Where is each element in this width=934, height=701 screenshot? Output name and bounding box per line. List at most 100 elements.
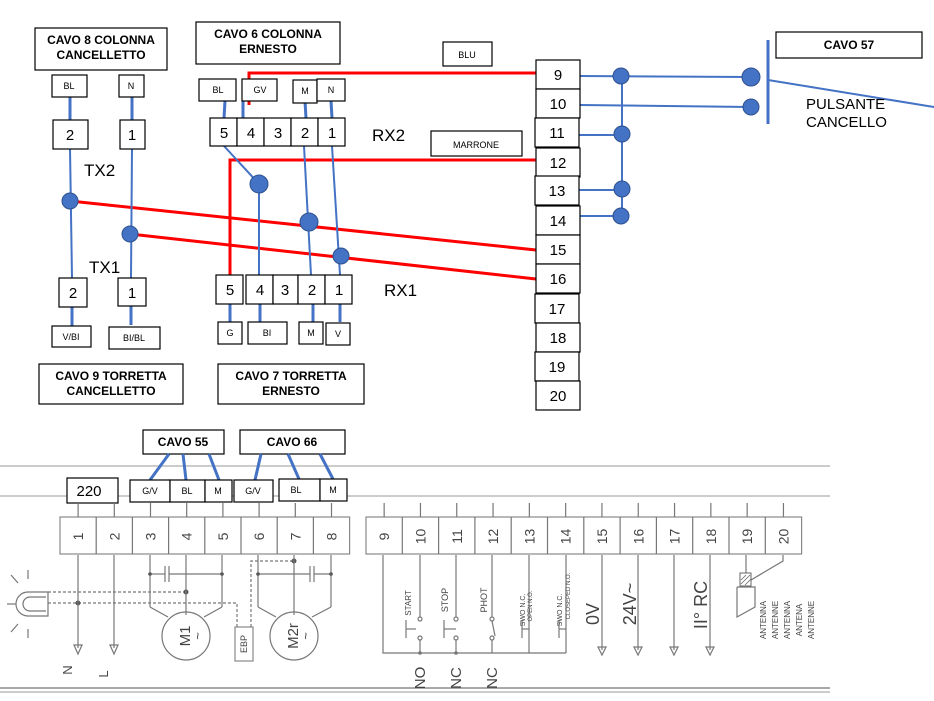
arrow-l-icon [109, 644, 119, 656]
board-terminal-4: 4 [179, 532, 195, 540]
junction-pulsante-a [741, 67, 761, 87]
strip-terminal-15: 15 [550, 242, 567, 259]
junction-14 [612, 207, 630, 225]
motor-m1-label: M1 [177, 626, 194, 647]
cavo55-wire-gv: G/V [142, 486, 158, 496]
antenna-label: ANTENNE [771, 601, 780, 639]
contact-14-label-b: CLOSEPED N.O. [566, 572, 572, 619]
contact-type-no: NO [412, 667, 429, 690]
cavo55-title-text: CAVO 55 [158, 435, 209, 449]
strip-terminal-18: 18 [550, 330, 567, 347]
board-terminal-20: 20 [775, 529, 791, 545]
strip-terminal-box [534, 175, 580, 206]
tx1-terminal-1: 1 [128, 127, 136, 144]
board-terminal-16: 16 [630, 529, 646, 545]
wire-cavo66-gv [253, 453, 263, 481]
contact-13-label-a: SWO N.C. [520, 594, 527, 627]
label-tx1: TX1 [89, 258, 120, 277]
output-iirc-label: II° RC [691, 581, 711, 629]
label-rx1: RX1 [384, 281, 417, 300]
cavo57-title: CAVO 57 [775, 31, 923, 59]
contact-type-nc-stop: NC [448, 667, 465, 689]
antenna-label: ANTENNE [807, 601, 816, 639]
wire-cavo66-bl [286, 453, 301, 480]
ebp-wire [250, 560, 294, 627]
cavo6-title-line2: ERNESTO [239, 42, 297, 56]
board-terminal-12: 12 [485, 529, 501, 545]
cavo9-title: CAVO 9 TORRETTA CANCELLETTO [38, 363, 184, 405]
cavo8-title-line1: CAVO 8 COLONNA [47, 33, 155, 47]
cavo66-wire-m: M [329, 485, 337, 495]
label-marrone: MARRONE [453, 140, 499, 150]
board-terminal-10: 10 [412, 529, 428, 545]
rx2-terminal-1: 1 [328, 125, 336, 142]
cavo6-wire-n: N [328, 85, 335, 95]
junction-pulsante-b [742, 98, 760, 116]
wire-9-to-pulsante [579, 75, 751, 78]
strip-terminal-11: 11 [549, 125, 565, 142]
lamp-wire-b [48, 602, 238, 627]
cavo55-wire-m: M [214, 486, 222, 496]
output-24v-label: 24V~ [620, 583, 640, 626]
junction-tx1 [121, 225, 139, 243]
cavo6-wire-m: M [301, 86, 309, 96]
junction-tx2 [61, 192, 79, 210]
cavo66-title-text: CAVO 66 [267, 435, 318, 449]
antenna-label: ANTENNA [759, 600, 768, 639]
rx1-terminal-5: 5 [226, 282, 234, 299]
wire-10-to-pulsante [579, 104, 751, 108]
junction-9 [612, 67, 630, 85]
rx2-terminal-block: 5 4 3 2 1 [209, 117, 346, 147]
input-contacts: START STOP PHOT SWO N.C. OPEN N.O. SWO N… [382, 555, 572, 655]
strip-terminal-17: 17 [549, 301, 566, 318]
cavo7-wire-v: V [335, 329, 341, 339]
ebp-label: EBP [239, 635, 249, 653]
output-0v-label: 0V [583, 603, 603, 625]
cavo66-wire-gv: G/V [245, 486, 261, 496]
wire-tx1-vertical [130, 147, 133, 279]
label-tx2: TX2 [84, 161, 115, 180]
cavo6-wire-bl: BL [212, 85, 223, 95]
cavo8-wire-n: N [128, 81, 135, 91]
board-terminal-6: 6 [251, 532, 267, 540]
board-terminal-14: 14 [558, 529, 574, 545]
wire-tx2-vertical [69, 147, 73, 279]
strip-terminal-box [535, 234, 581, 265]
strip-terminal-19: 19 [549, 359, 566, 376]
rx1-terminal-block: 5 4 3 2 1 [215, 274, 353, 305]
wire-cavo6-bl [222, 100, 227, 119]
strip-terminal-box [535, 59, 581, 90]
board-terminal-18: 18 [703, 529, 719, 545]
cavo55-title: CAVO 55 [142, 429, 225, 455]
cavo7-title-line2: ERNESTO [262, 384, 320, 398]
board-terminal-17: 17 [667, 529, 683, 545]
label-rx2: RX2 [372, 126, 405, 145]
board-terminal-7: 7 [287, 532, 303, 540]
strip-terminal-10: 10 [550, 96, 567, 113]
contact-13-label-b: OPEN N.O. [528, 590, 534, 621]
board-terminal-15: 15 [594, 529, 610, 545]
board-terminal-11: 11 [449, 529, 465, 544]
board-terminal-5: 5 [215, 532, 231, 540]
cavo55-wire-bl: BL [181, 486, 192, 496]
rx1-terminal-3: 3 [281, 282, 289, 299]
antenna-label: ANTENA [795, 603, 804, 636]
cavo7-title: CAVO 7 TORRETTA ERNESTO [217, 363, 365, 405]
motor-m2r-symbol: ~ [298, 632, 313, 640]
cavo7-wire-g: G [226, 328, 233, 338]
cavo8-title-line2: CANCELLETTO [56, 48, 145, 62]
junction-rx-1 [332, 247, 350, 265]
label-n: N [60, 665, 75, 674]
cavo6-title: CAVO 6 COLONNA ERNESTO [195, 21, 341, 65]
contact-type-nc-phot: NC [484, 667, 501, 689]
cavo9-wire-vbi: V/BI [62, 332, 79, 342]
cavo8-title: CAVO 8 COLONNA CANCELLETTO [34, 27, 168, 71]
rx2-terminal-5: 5 [220, 125, 228, 142]
wire-cavo66-m [318, 453, 335, 480]
strip-terminal-box [535, 263, 581, 294]
board-terminal-13: 13 [521, 529, 537, 545]
board-terminal-8: 8 [324, 532, 340, 540]
red-wire-marrone-to-12 [228, 158, 536, 277]
strip-terminal-12: 12 [550, 155, 567, 172]
